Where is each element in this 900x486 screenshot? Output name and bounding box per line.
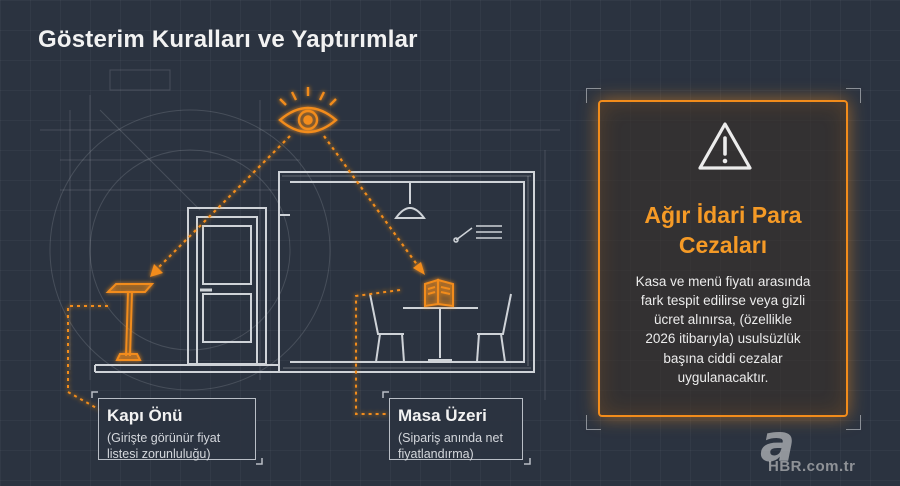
room-walls	[278, 171, 535, 373]
table-label-title: Masa Üzeri	[398, 406, 487, 425]
sight-lines	[155, 135, 419, 271]
floor	[94, 364, 280, 373]
table-label-box: Masa Üzeri (Sipariş anında net fiyatland…	[389, 398, 523, 462]
panel-corner-bottom-left	[586, 415, 601, 430]
chair-icon	[369, 293, 512, 363]
lamp-icon	[394, 182, 426, 219]
panel-corner-top-left	[586, 88, 601, 103]
door-icon	[187, 207, 267, 365]
panel-corner-bottom-right	[846, 415, 861, 430]
door-label-box: Kapı Önü (Girişte görünür fiyat listesi …	[98, 398, 256, 462]
panel-corner-top-right	[846, 88, 861, 103]
door-label-description: (Girişte görünür fiyat listesi zorunlulu…	[107, 431, 221, 462]
wall-screen	[453, 225, 502, 243]
warning-panel: Ağır İdari Para Cezaları Kasa ve menü fi…	[598, 100, 848, 417]
warning-triangle-icon	[698, 122, 752, 170]
connector-lines	[67, 289, 401, 415]
sight-arrowheads	[150, 262, 425, 277]
watermark-logo: a HBR.com.tr	[760, 414, 900, 486]
table-icon	[403, 307, 478, 361]
menu-book-icon	[424, 278, 454, 308]
door-label-title: Kapı Önü	[107, 406, 183, 425]
menu-stand-icon	[105, 283, 155, 361]
page-title: Gösterim Kuralları ve Yaptırımlar	[38, 26, 418, 53]
eye-icon	[278, 87, 338, 134]
watermark-logo-letter: a	[760, 414, 796, 474]
watermark-text: HBR.com.tr	[768, 458, 856, 475]
table-label-description: (Sipariş anında net fiyatlandırma)	[398, 431, 503, 462]
warning-body: Kasa ve menü fiyatı arasında fark tespit…	[635, 274, 811, 385]
warning-title: Ağır İdari Para Cezaları	[644, 202, 802, 259]
